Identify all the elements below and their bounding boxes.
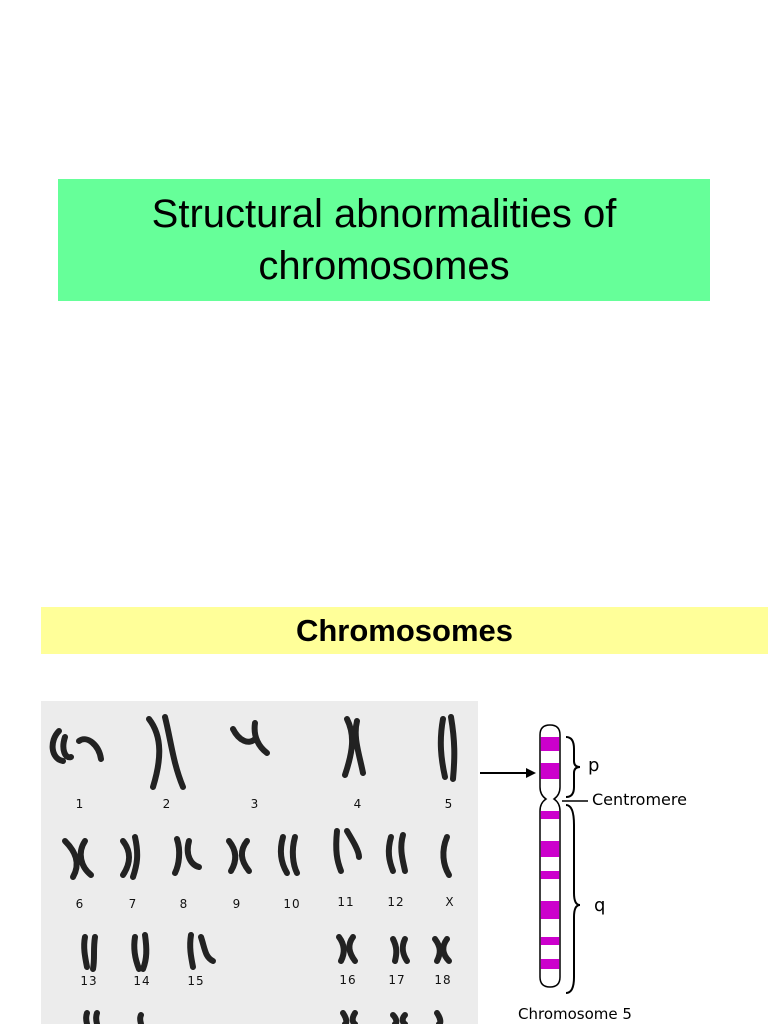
karyotype-label-8: 8	[179, 897, 189, 911]
karyotype-label-15: 15	[187, 974, 205, 988]
karyotype-label-18: 18	[434, 973, 452, 987]
chromosome-5-drawing	[480, 724, 588, 994]
karyotype-label-6: 6	[75, 897, 85, 911]
chromosome-band	[540, 901, 560, 919]
karyotype-image: 1 2 3 4 5 6 7 8 9 10 11 12 X 13 14 15 16…	[41, 701, 478, 1024]
q-arm-brace	[565, 804, 581, 994]
karyotype-label-10: 10	[283, 897, 301, 911]
karyotype-label-4: 4	[353, 797, 363, 811]
karyotype-label-12: 12	[387, 895, 405, 909]
q-arm-label: q	[594, 895, 606, 916]
chromosome-bands	[540, 737, 560, 969]
chromosome-band	[540, 937, 560, 945]
chromosome-band	[540, 871, 560, 879]
karyotype-label-14: 14	[133, 974, 151, 988]
slide-title: Structural abnormalities of chromosomes	[151, 192, 617, 288]
karyotype-label-2: 2	[162, 797, 172, 811]
karyotype-label-17: 17	[388, 973, 406, 987]
karyotype-label-13: 13	[80, 974, 98, 988]
karyotype-label-9: 9	[232, 897, 242, 911]
chromosome-band	[540, 763, 560, 779]
slide-subtitle: Chromosomes	[295, 612, 514, 648]
karyotype-label-7: 7	[128, 897, 138, 911]
pointer-arrow-head	[526, 768, 536, 778]
chromosome-band	[540, 841, 560, 857]
centromere-label: Centromere	[592, 790, 687, 809]
p-arm-label: p	[588, 755, 600, 776]
karyotype-label-x: X	[445, 895, 455, 909]
chromosome-band	[540, 737, 560, 751]
karyotype-label-3: 3	[250, 797, 260, 811]
karyotype-label-1: 1	[75, 797, 85, 811]
karyotype-label-11: 11	[337, 895, 355, 909]
karyotype-chromosomes	[49, 714, 458, 1024]
karyotype-label-16: 16	[339, 973, 357, 987]
chromosome-band	[540, 811, 560, 819]
title-banner: Structural abnormalities of chromosomes	[58, 179, 710, 301]
subtitle-banner: Chromosomes	[41, 607, 768, 654]
chromosome-band	[540, 959, 560, 969]
karyotype-label-5: 5	[444, 797, 454, 811]
p-arm-brace	[565, 736, 581, 798]
chromosome-5-diagram: p Centromere q Chromosome 5	[470, 715, 768, 1024]
chromosome-caption: Chromosome 5	[518, 1005, 632, 1023]
